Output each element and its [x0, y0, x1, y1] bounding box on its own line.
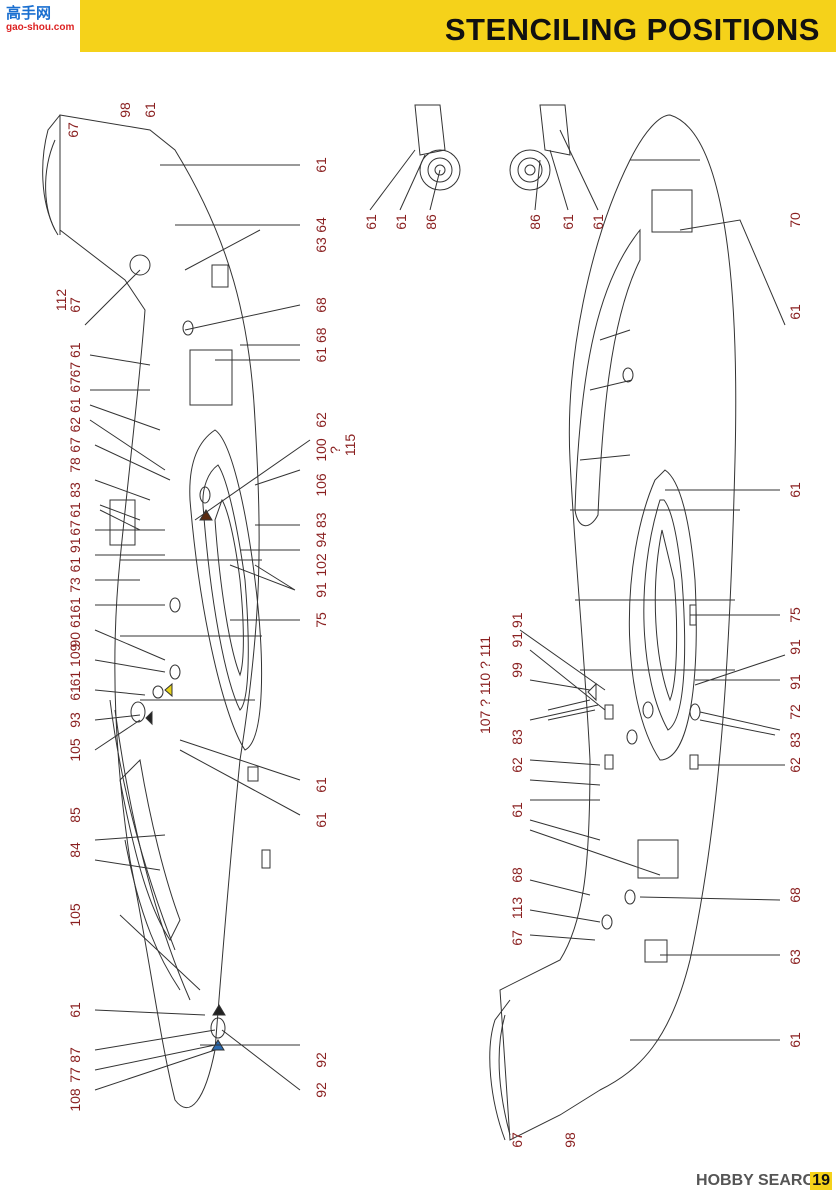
- header-notch: [0, 0, 80, 52]
- gear-callout: 61: [363, 214, 379, 230]
- left-right-callout: 62: [313, 412, 329, 428]
- left-left-callout: 67: [67, 377, 83, 393]
- left-left-callout: 61: [67, 685, 83, 701]
- right-right-callout: 63: [787, 949, 803, 965]
- right-left-callout: 61: [509, 802, 525, 818]
- left-callout-top-1: 67: [65, 122, 81, 138]
- left-left-callout: 93: [67, 712, 83, 728]
- right-right-callout: 91: [787, 639, 803, 655]
- gear-callouts: 61 61 86 86 61 61: [363, 214, 606, 230]
- left-left-callout: 67: [67, 297, 83, 313]
- left-left-callout: 67: [67, 437, 83, 453]
- left-view-left-callouts: 112 67 67 61 67 62 61 67 78 83 61 67 61 …: [53, 289, 83, 1112]
- left-right-callout: 91: [313, 582, 329, 598]
- right-left-callout: 98: [562, 1132, 578, 1148]
- left-left-callout: 61: [67, 502, 83, 518]
- watermark-url: gao-shou.com: [6, 22, 75, 33]
- left-left-callout: 108: [67, 1088, 83, 1112]
- right-view-left-callouts: 107 ? 110 ? 111 91 91 99 83 62 61 68 113…: [477, 612, 578, 1148]
- left-right-callout: 63: [313, 237, 329, 253]
- left-aircraft-outline: [42, 114, 311, 1109]
- left-right-callout: 92: [313, 1052, 329, 1068]
- gear-callout: 61: [560, 214, 576, 230]
- right-left-callout: 67: [509, 1132, 525, 1148]
- left-left-callout: 61 109: [67, 643, 83, 686]
- right-aircraft-outline: [489, 114, 786, 1141]
- left-left-callout: 83: [67, 482, 83, 498]
- left-view-right-callouts: 61 64 63 68 61 68 62 100 ? 115 106 94 83…: [313, 157, 358, 1098]
- right-right-callout: 61: [787, 304, 803, 320]
- left-right-callout: 61: [313, 777, 329, 793]
- left-view-top-callouts: 67 98 61: [65, 102, 158, 138]
- left-left-callout: 87: [67, 1047, 83, 1063]
- left-left-callout: 61: [67, 1002, 83, 1018]
- left-left-callout: 85: [67, 807, 83, 823]
- left-right-callout: 61 68: [313, 327, 329, 362]
- watermark-logo: 高手网: [6, 4, 52, 22]
- right-right-callout: 70: [787, 212, 803, 228]
- gear-callout: 86: [423, 214, 439, 230]
- left-right-callout: 64: [313, 217, 329, 233]
- page-title: STENCILING POSITIONS: [444, 12, 820, 47]
- right-right-callout: 91: [787, 674, 803, 690]
- left-left-callout: 73: [67, 577, 83, 593]
- header-band: [0, 0, 836, 52]
- right-left-callout: 107 ? 110 ? 111: [477, 636, 493, 734]
- stenciling-drawing: 67 98 61 61 64 63 68 61 68 62 100 ? 115 …: [42, 102, 803, 1148]
- gear-callout: 86: [527, 214, 543, 230]
- right-right-callout: 68: [787, 887, 803, 903]
- gear-callout: 61: [393, 214, 409, 230]
- left-left-callout: 67 61: [67, 342, 83, 377]
- right-right-callout: 61: [787, 482, 803, 498]
- right-left-callout: 83: [509, 729, 525, 745]
- left-left-callout: 105: [67, 738, 83, 762]
- right-right-callout: 75: [787, 607, 803, 623]
- left-right-callout: 106: [313, 473, 329, 497]
- gear-detail: [369, 104, 599, 211]
- left-left-callout: 84: [67, 842, 83, 858]
- right-view-right-callouts: 70 61 61 75 91 91 72 83 62 68 63 61: [787, 212, 803, 1048]
- left-right-callout: 92: [313, 1082, 329, 1098]
- left-right-callout: 115: [342, 434, 358, 457]
- footer-brand: HOBBY SEARC: [696, 1172, 814, 1189]
- left-right-callout: 102: [313, 553, 329, 577]
- right-left-callout: 91 91: [509, 612, 525, 647]
- left-left-callout: 62 61: [67, 397, 83, 432]
- page-number: 19: [810, 1172, 832, 1190]
- right-right-callout: 61: [787, 1032, 803, 1048]
- gear-callout: 61: [590, 214, 606, 230]
- right-left-callout: 67: [509, 930, 525, 946]
- left-right-callout: 75: [313, 612, 329, 628]
- left-callout-top-3: 61: [142, 102, 158, 118]
- left-right-callout: ?: [327, 446, 343, 454]
- right-left-callout: 113: [509, 897, 525, 920]
- right-right-callout: 62: [787, 757, 803, 773]
- left-left-callout: 112: [53, 289, 69, 312]
- left-right-callout: 68: [313, 297, 329, 313]
- left-left-callout: 67: [67, 520, 83, 536]
- right-right-callout: 83: [787, 732, 803, 748]
- left-left-callout: 105: [67, 903, 83, 927]
- left-right-callout: 61: [313, 812, 329, 828]
- left-callout-top-2: 98: [117, 102, 133, 118]
- left-right-callout: 61: [313, 157, 329, 173]
- left-left-callout: 61: [67, 597, 83, 613]
- left-left-callout: 90 61: [67, 612, 83, 647]
- left-right-callout: 100: [313, 438, 329, 462]
- right-right-callout: 72: [787, 704, 803, 720]
- left-left-callout: 77: [67, 1067, 83, 1083]
- left-left-callout: 78: [67, 457, 83, 473]
- right-left-callout: 68: [509, 867, 525, 883]
- right-left-callout: 62: [509, 757, 525, 773]
- right-left-callout: 99: [509, 662, 525, 678]
- left-right-callout: 94 83: [313, 512, 329, 547]
- left-left-callout: 61 91: [67, 537, 83, 572]
